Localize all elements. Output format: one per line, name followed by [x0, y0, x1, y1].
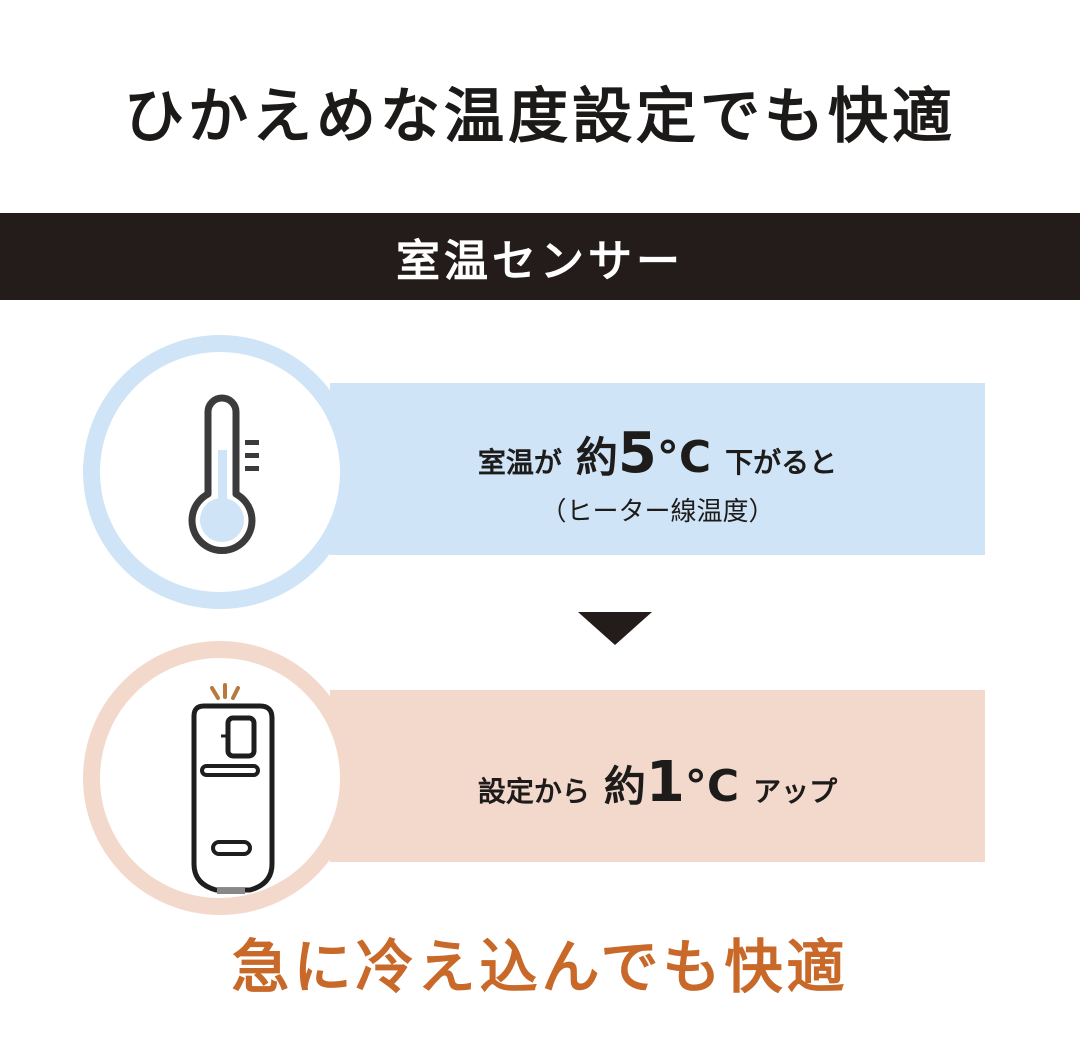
- thermometer-icon: [188, 394, 259, 554]
- step2-unit: °C: [684, 761, 740, 812]
- step2-suffix: アップ: [753, 775, 838, 808]
- step1-approx: 約: [575, 433, 618, 482]
- step2-approx: 約: [603, 762, 646, 811]
- step1-icon-circle: [83, 335, 357, 609]
- step1-prefix: 室温が: [477, 446, 562, 479]
- step2-main-text: 設定から約1°C アップ: [330, 750, 985, 815]
- step1-main-text: 室温が約5°C 下がると: [330, 421, 985, 486]
- band-label: 室温センサー: [396, 235, 684, 287]
- down-triangle-icon: [578, 612, 652, 645]
- step1-suffix: 下がると: [725, 446, 838, 479]
- headline: ひかえめな温度設定でも快適: [124, 82, 956, 152]
- step2-icon-circle: [83, 641, 357, 915]
- room-temp-sensor-band: 室温センサー: [0, 213, 1080, 300]
- step1-panel: 室温が約5°C 下がると （ヒーター線温度）: [330, 383, 985, 555]
- step1-unit: °C: [656, 432, 712, 483]
- step1-number: 5: [617, 421, 657, 486]
- step2-prefix: 設定から: [477, 775, 590, 808]
- step2-panel: 設定から約1°C アップ: [330, 690, 985, 862]
- footer-tagline: 急に冷え込んでも快適: [231, 933, 849, 1001]
- step1-note: （ヒーター線温度）: [540, 497, 775, 527]
- heater-device-icon: [191, 683, 275, 894]
- step2-number: 1: [645, 750, 685, 815]
